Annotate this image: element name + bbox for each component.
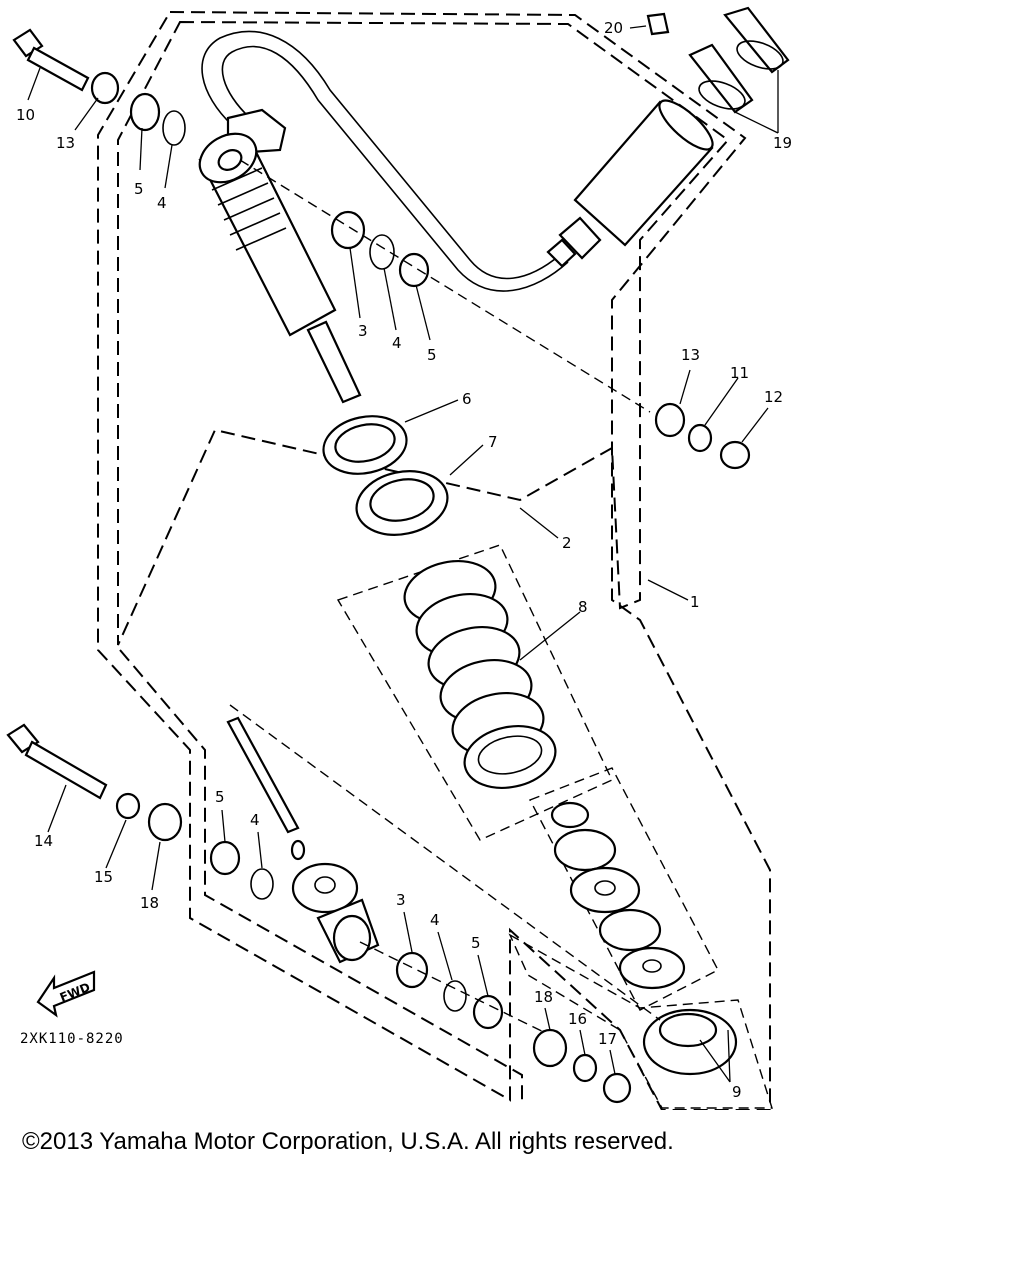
- callout-1: 1: [690, 593, 700, 611]
- callout-8: 8: [578, 598, 588, 616]
- bump-stop-stack: [550, 801, 686, 990]
- clip-4-upper-left: [162, 110, 186, 146]
- copyright-notice: ©2013 Yamaha Motor Corporation, U.S.A. A…: [22, 1128, 674, 1155]
- spring-seat-9: [642, 1008, 738, 1076]
- callout-13-right: 13: [681, 346, 700, 364]
- callout-20: 20: [604, 19, 623, 37]
- lower-right-box: [508, 933, 773, 1109]
- lower-assembly-outline: [119, 649, 523, 1100]
- callout-5-upper-mid: 5: [427, 346, 437, 364]
- coil-spring-8: [403, 560, 557, 789]
- callout-15: 15: [94, 868, 113, 886]
- collar-13-upper: [90, 71, 120, 105]
- clip-4-lower-mid: [443, 980, 467, 1012]
- axis-line-lower-2: [359, 941, 561, 1041]
- clip-4-upper-mid: [369, 234, 395, 270]
- callout-13-upper-left: 13: [56, 134, 75, 152]
- axis-line-upper: [239, 159, 651, 413]
- assembly-1-outline: [97, 10, 771, 1110]
- callout-18-left: 18: [140, 894, 159, 912]
- callout-5-upper-left: 5: [134, 180, 144, 198]
- callout-6: 6: [462, 390, 472, 408]
- hose-clamp-19: [688, 6, 790, 114]
- lower-rod: [226, 716, 300, 834]
- callout-10: 10: [16, 106, 35, 124]
- exploded-parts-diagram: 10 13 5 4 3 4 5 6 7 2 8 1 13 11 12 20 19…: [6, 6, 792, 1110]
- collar-3-lower: [395, 951, 429, 989]
- seal-5-upper-mid: [398, 252, 430, 288]
- collar-13-right: [654, 402, 686, 438]
- lower-clevis: [291, 862, 380, 964]
- callout-4-lower-mid: 4: [430, 911, 440, 929]
- callout-4-upper-left: 4: [157, 194, 167, 212]
- callout-4-lower-left: 4: [250, 811, 260, 829]
- bolt-14: [6, 723, 108, 800]
- reservoir-hose-inner: [221, 45, 569, 292]
- callout-12: 12: [764, 388, 783, 406]
- seal-5-lower-left: [209, 840, 241, 876]
- callout-2: 2: [562, 534, 572, 552]
- fwd-arrow-icon: FWD: [36, 970, 96, 1018]
- axis-line-lower: [229, 704, 661, 1021]
- callout-7: 7: [488, 433, 498, 451]
- callout-18-right: 18: [534, 988, 553, 1006]
- assembly-2-outline: [117, 20, 730, 646]
- bolt-10: [12, 28, 90, 92]
- callout-16: 16: [568, 1010, 587, 1028]
- diagram-code: 2XK110-8220: [20, 1031, 124, 1047]
- seal-5-lower-mid: [472, 994, 504, 1030]
- washer-11: [687, 423, 713, 453]
- reservoir-hose: [201, 30, 579, 280]
- callout-14: 14: [34, 832, 53, 850]
- collar-3-upper: [330, 210, 366, 250]
- collar-18-right: [532, 1028, 568, 1068]
- washer-15: [115, 792, 141, 820]
- nut-17: [602, 1072, 632, 1104]
- leader-lines: [27, 25, 779, 1083]
- seal-5-upper-left: [129, 92, 161, 132]
- callout-4-upper-mid: 4: [392, 334, 402, 352]
- callout-5-lower-left: 5: [215, 788, 225, 806]
- collar-18-left: [147, 802, 183, 842]
- ring-nut-6: [322, 415, 408, 475]
- callout-11: 11: [730, 364, 749, 382]
- collar-5-lower: [290, 839, 306, 861]
- callout-5-lower-mid: 5: [471, 934, 481, 952]
- clip-4-lower-left: [250, 868, 274, 900]
- screw-20: [646, 12, 670, 36]
- shock-absorber-body: [198, 132, 362, 404]
- callout-3-upper: 3: [358, 322, 368, 340]
- callout-19: 19: [773, 134, 792, 152]
- callout-17: 17: [598, 1030, 617, 1048]
- washer-16: [572, 1053, 598, 1083]
- nut-12: [719, 440, 751, 470]
- callout-9: 9: [732, 1083, 742, 1101]
- reservoir-tank: [546, 99, 714, 268]
- ring-nut-7: [355, 470, 449, 536]
- callout-3-lower: 3: [396, 891, 406, 909]
